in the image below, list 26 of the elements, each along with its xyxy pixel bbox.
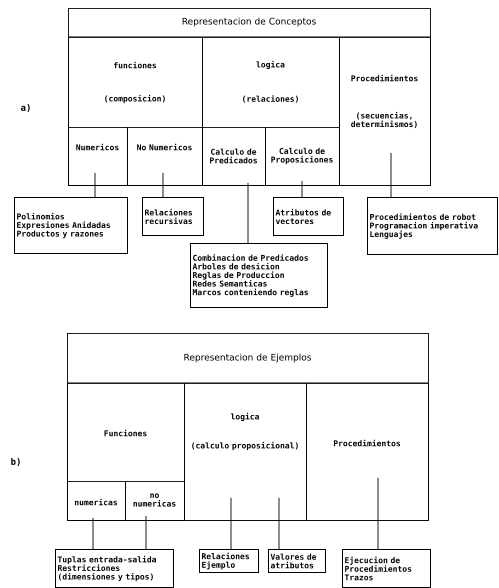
list-box: Atributos de vectores [273,197,344,236]
list-box: Ejecucion de Procedimientos Trazos [342,549,431,588]
cell: No Numericos [127,127,203,186]
column-cell: logica (calculo proposicional) [184,383,307,521]
panel-label: a) [21,104,30,112]
panel-label: b) [11,458,20,466]
list-box: Combinacion de Predicados Arboles de desicion Reglas de Produccion Redes Semanticas Marcos conteniendo reglas [190,243,328,308]
connector-line [230,497,232,550]
cell: Calculo de Predicados [202,127,266,186]
list-box: Valores de atributos [268,549,326,573]
cell: Numericos [68,127,128,186]
column-cell: Procedimientos [306,383,429,521]
list-box: Procedimientos de robot Programacion imperativa Lenguajes [367,197,498,255]
list-box: Relaciones Ejemplo [199,549,259,573]
cell: numericas [67,481,126,521]
column-cell: Procedimientos (secuencias, determinismos) [339,37,431,186]
cell: Calculo de Proposiciones [265,127,340,186]
connector-line [94,172,96,198]
list-box: Polinomios Expresiones Anidadas Productos y razones [14,197,128,254]
cell: no numericas [125,481,185,521]
connector-line [278,497,280,550]
list-box: Tuplas entrada-salida Restricciones (dimensiones y tipos) [55,549,174,588]
connector-line [390,152,392,198]
list-box: Relaciones recursivas [142,197,204,236]
connector-line [92,517,94,550]
connector-line [162,172,164,198]
